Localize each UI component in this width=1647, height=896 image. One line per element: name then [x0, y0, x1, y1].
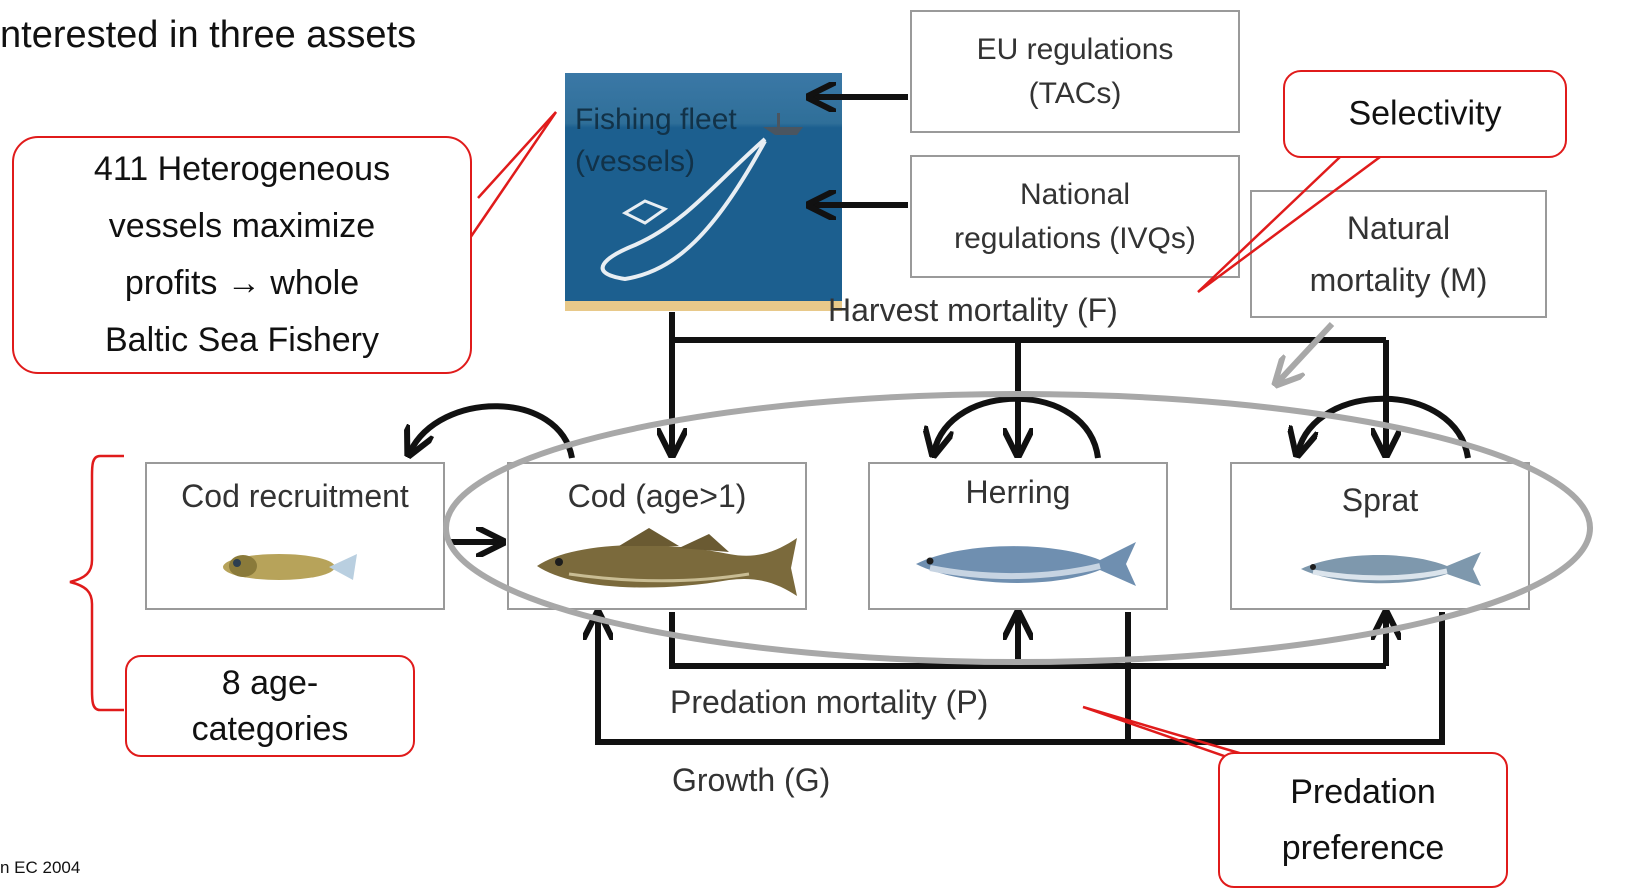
- sprat-fish-icon: [1301, 552, 1481, 586]
- cod-larva-icon: [223, 554, 357, 580]
- vessels-callout-line3: profits → whole: [124, 264, 360, 302]
- header-text: nterested in three assets: [0, 14, 417, 56]
- vessels-callout: 411 Heterogeneous vessels maximize profi…: [12, 136, 472, 374]
- natural-mortality-box: Natural mortality (M): [1250, 190, 1547, 318]
- national-regulations-line1: National: [1019, 177, 1131, 211]
- fishing-fleet-panel: Fishing fleet (vessels): [565, 73, 842, 311]
- cod-label: Cod (age>1): [567, 478, 747, 514]
- fishing-fleet-label: Fishing fleet (vessels): [575, 99, 737, 183]
- fleet-label-line2: (vessels): [575, 145, 696, 178]
- trawl-net-icon: [600, 113, 803, 282]
- predation-preference-callout: Predation preference: [1218, 752, 1508, 888]
- national-regulations-box: National regulations (IVQs): [910, 155, 1240, 278]
- eu-regulations-box: EU regulations (TACs): [910, 10, 1240, 133]
- herring-fish-icon: [916, 542, 1136, 586]
- species-group-ellipse: [443, 391, 1593, 665]
- predation-arrows: [669, 612, 1386, 669]
- natural-mortality-line2: mortality (M): [1309, 262, 1488, 298]
- vessels-callout-line4: Baltic Sea Fishery: [105, 321, 379, 359]
- herring-box: Herring: [868, 462, 1168, 610]
- cod-recruitment-box: Cod recruitment: [145, 462, 445, 610]
- sprat-box: Sprat: [1230, 462, 1530, 610]
- age-categories-line1: 8 age-: [221, 664, 319, 702]
- self-loop-arrows: [410, 395, 1471, 458]
- sprat-label: Sprat: [1341, 482, 1419, 518]
- selectivity-callout: Selectivity: [1283, 70, 1567, 158]
- age-categories-line2: categories: [191, 710, 349, 748]
- cod-recruitment-label: Cod recruitment: [181, 478, 409, 514]
- predation-preference-callout-text: Predation preference: [1220, 764, 1506, 876]
- fleet-label-line1: Fishing fleet: [575, 103, 737, 136]
- herring-label: Herring: [965, 474, 1071, 510]
- vessels-callout-text: 411 Heterogeneous vessels maximize profi…: [14, 141, 470, 369]
- cod-fish-icon: [537, 528, 797, 596]
- cod-box: Cod (age>1): [507, 462, 807, 610]
- eu-regulations-line2: (TACs): [1028, 76, 1122, 110]
- eu-regulations-line1: EU regulations: [976, 32, 1174, 66]
- natural-mortality-arrow: [1278, 321, 1335, 382]
- age-categories-callout: 8 age- categories: [125, 655, 415, 757]
- predation-mortality-label: Predation mortality (P): [670, 684, 989, 720]
- source-note: n EC 2004: [0, 858, 81, 877]
- national-regulations-text: National regulations (IVQs): [912, 173, 1238, 261]
- natural-mortality-text: Natural mortality (M): [1252, 202, 1545, 306]
- natural-mortality-line1: Natural: [1346, 210, 1451, 246]
- age-categories-callout-text: 8 age- categories: [127, 660, 413, 752]
- national-regulations-line2: regulations (IVQs): [954, 221, 1196, 255]
- growth-label: Growth (G): [672, 762, 831, 798]
- vessels-callout-line2: vessels maximize: [108, 207, 376, 245]
- harvest-mortality-label: Harvest mortality (F): [828, 292, 1118, 328]
- predation-preference-line2: preference: [1281, 829, 1445, 867]
- selectivity-callout-text: Selectivity: [1348, 94, 1502, 133]
- vessels-callout-line1: 411 Heterogeneous: [93, 150, 391, 188]
- age-brace: [69, 454, 124, 712]
- predation-preference-line1: Predation: [1290, 773, 1436, 811]
- eu-regulations-text: EU regulations (TACs): [912, 28, 1238, 116]
